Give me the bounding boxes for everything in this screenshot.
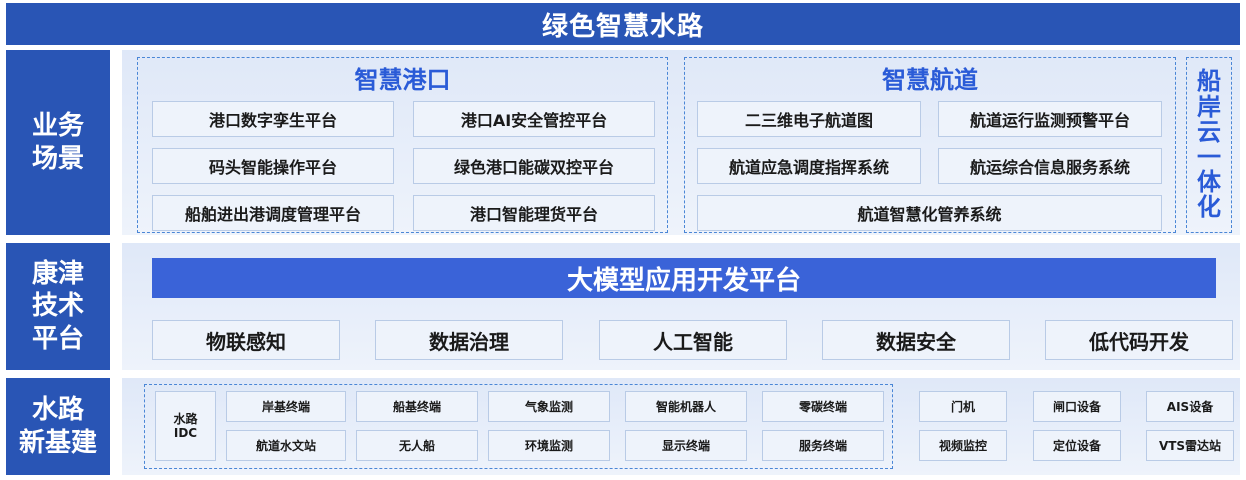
layer-label-line: 新基建 (18, 427, 97, 458)
vertical-char: 船 (1197, 67, 1221, 96)
layer-label-line: 场景 (31, 143, 84, 174)
layer-label-line: 康津 (31, 258, 84, 289)
port-item: 船舶进出港调度管理平台 (152, 195, 394, 231)
terminal-item: 无人船 (356, 430, 478, 461)
terminal-item: 气象监测 (488, 391, 610, 422)
waterway-item: 航道应急调度指挥系统 (697, 148, 921, 184)
smart-port-group: 智慧港口 (137, 57, 668, 233)
waterway-item: 航道智慧化管养系统 (697, 195, 1162, 231)
idc-line: 水路 (173, 411, 198, 426)
device-item: 门机 (919, 391, 1007, 422)
terminal-item: 航道水文站 (226, 430, 346, 461)
layer-label-line: 平台 (31, 323, 84, 354)
terminal-item: 船基终端 (356, 391, 478, 422)
vertical-char: 云 (1197, 117, 1221, 146)
terminal-item: 环境监测 (488, 430, 610, 461)
ship-shore-cloud-group (1186, 57, 1232, 233)
smart-waterway-title: 智慧航道 (882, 66, 978, 94)
terminal-item: 智能机器人 (625, 391, 747, 422)
device-item: AIS设备 (1146, 391, 1234, 422)
port-item: 港口AI安全管控平台 (413, 101, 655, 137)
capability-item: 数据安全 (822, 320, 1010, 360)
device-item: 定位设备 (1033, 430, 1121, 461)
device-item: 闸口设备 (1033, 391, 1121, 422)
page-title: 绿色智慧水路 (6, 3, 1240, 45)
waterway-item: 二三维电子航道图 (697, 101, 921, 137)
terminal-item: 服务终端 (762, 430, 884, 461)
waterway-item: 航运综合信息服务系统 (938, 148, 1162, 184)
layer-label-infra: 水路 新基建 (6, 378, 110, 475)
smart-waterway-group: 智慧航道 (684, 57, 1176, 233)
layer-label-line: 业务 (31, 111, 84, 141)
capability-item: 物联感知 (152, 320, 340, 360)
waterway-item: 航道运行监测预警平台 (938, 101, 1162, 137)
port-item: 码头智能操作平台 (152, 148, 394, 184)
terminal-item: 显示终端 (625, 430, 747, 461)
layer-label-business: 业务 场景 (6, 50, 110, 235)
port-item: 港口智能理货平台 (413, 195, 655, 231)
port-item: 港口数字孪生平台 (152, 101, 394, 137)
vertical-char: 一 (1197, 143, 1221, 171)
layer-label-line: 水路 (31, 395, 84, 425)
port-item: 绿色港口能碳双控平台 (413, 148, 655, 184)
ship-shore-cloud-label: 船 岸 云 一 体 化 (1186, 62, 1232, 228)
idc-line: IDC (173, 426, 198, 440)
smart-port-title: 智慧港口 (354, 66, 451, 94)
vertical-char: 岸 (1197, 92, 1221, 121)
layer-label-line: 技术 (31, 291, 84, 322)
layer-label-tech: 康津 技术 平台 (6, 243, 110, 370)
llm-platform-bar: 大模型应用开发平台 (152, 258, 1216, 298)
waterway-idc-box: 水路 IDC (155, 391, 216, 461)
device-item: 视频监控 (919, 430, 1007, 461)
terminal-item: 岸基终端 (226, 391, 346, 422)
capability-item: 低代码开发 (1045, 320, 1233, 360)
vertical-char: 体 (1197, 168, 1221, 197)
capability-item: 人工智能 (599, 320, 787, 360)
vertical-char: 化 (1197, 193, 1221, 222)
device-item: VTS雷达站 (1146, 430, 1234, 461)
terminal-group (144, 384, 893, 469)
capability-item: 数据治理 (375, 320, 563, 360)
terminal-item: 零碳终端 (762, 391, 884, 422)
